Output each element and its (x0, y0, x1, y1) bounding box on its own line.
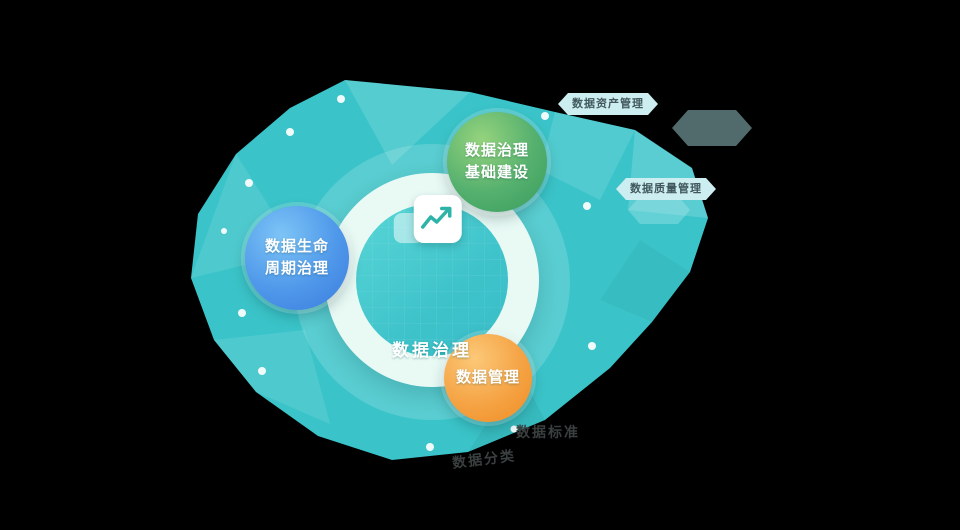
node-data-foundation: 数据治理 基础建设 (447, 112, 547, 212)
node-data-management: 数据管理 (444, 334, 532, 422)
blob-facet (600, 240, 690, 322)
dot (258, 367, 266, 375)
hexagon-shape (628, 196, 690, 224)
dot (588, 342, 596, 350)
edge-label-pill: 数据资产管理 (558, 93, 658, 115)
center-hub (356, 204, 508, 356)
dot (541, 112, 549, 120)
center-ring: 数据治理 (325, 173, 539, 387)
node-label: 数据管理 (455, 369, 520, 387)
dot-field (221, 95, 596, 451)
edge-label-pill: 数据质量管理 (616, 178, 716, 200)
blob-facet (345, 80, 470, 165)
dot (426, 443, 434, 451)
dot (583, 202, 591, 210)
blob-facet (214, 330, 330, 424)
dot (510, 425, 518, 433)
center-icon-group (393, 195, 462, 243)
dot (245, 179, 253, 187)
blob-facet (540, 112, 635, 200)
hexagon-shape (672, 110, 752, 146)
dot (286, 128, 294, 136)
line-chart-icon (413, 195, 462, 243)
dot (337, 95, 345, 103)
dot (238, 309, 246, 317)
dot (221, 228, 227, 234)
node-label: 数据治理 基础建设 (464, 142, 529, 181)
node-label: 数据生命 周期治理 (264, 238, 329, 277)
node-data-lifecycle: 数据生命 周期治理 (245, 206, 349, 310)
edge-label-text: 数据标准 (516, 424, 580, 440)
center-title: 数据治理 (392, 341, 472, 360)
